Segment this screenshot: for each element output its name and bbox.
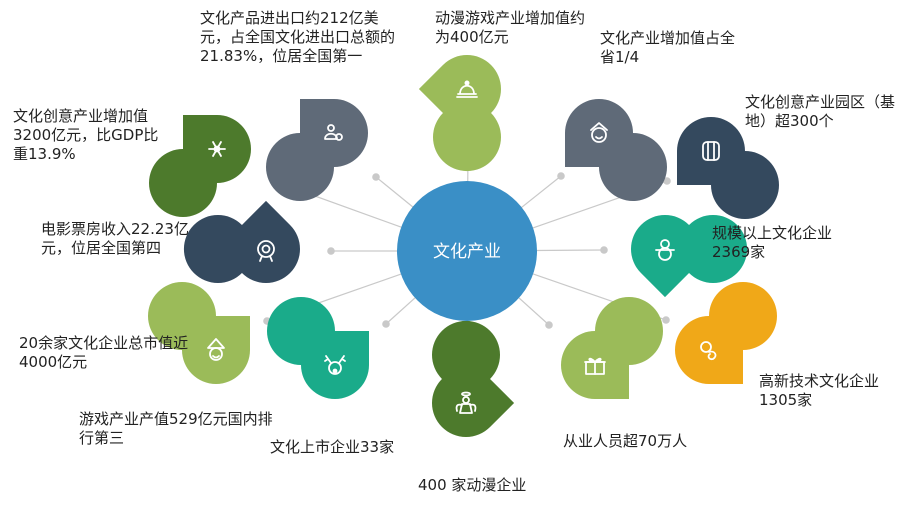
label-hitech: 高新技术文化企业1305家 <box>759 372 880 409</box>
connector-dot-hitech <box>662 316 670 324</box>
bell-icon <box>456 80 478 98</box>
connector-dot-parks <box>663 177 671 185</box>
connector-dot-employees <box>545 321 553 329</box>
label-creative-value: 文化创意产业增加值3200亿元，比GDP比重13.9% <box>13 107 159 163</box>
connector-employees <box>517 296 550 326</box>
snowman-icon <box>655 239 675 261</box>
label-parks: 文化创意产业园区（基地）超300个 <box>745 93 896 130</box>
ornament-icon <box>257 240 275 262</box>
pin-enterprises <box>616 176 762 322</box>
pin-trade <box>266 99 368 201</box>
pin-listed <box>267 297 369 399</box>
pins <box>148 40 779 452</box>
label-top-companies: 20余家文化企业总市值近4000亿元 <box>19 334 189 371</box>
pin-creative-value <box>149 115 251 217</box>
pin-box-office <box>169 176 315 322</box>
barrel-icon <box>702 141 720 161</box>
connector-dot-province-share <box>557 172 565 180</box>
angel-icon <box>455 391 477 414</box>
reindeer-icon <box>324 355 346 375</box>
label-animation-games-value: 动漫游戏产业增加值约为400亿元 <box>435 9 586 46</box>
pin-parks <box>677 117 779 219</box>
label-employees: 从业人员超70万人 <box>563 432 688 450</box>
connector-dot-enterprises <box>600 246 608 254</box>
pin-employees <box>561 297 663 399</box>
pin-animation-games-value <box>394 40 540 186</box>
pin-animation-companies <box>393 306 539 452</box>
connector-listed <box>385 296 417 325</box>
pin-shape-animation-companies <box>393 306 539 452</box>
connector-dot-listed <box>382 320 390 328</box>
label-province-share: 文化产业增加值占全省1/4 <box>600 29 736 66</box>
center-circle <box>397 181 537 321</box>
label-enterprises: 规模以上文化企业2369家 <box>712 224 833 261</box>
pin-shape-listed <box>267 297 369 399</box>
label-animation-companies: 400 家动漫企业 <box>418 476 527 494</box>
pin-hitech <box>675 282 777 384</box>
people-icon <box>324 124 343 141</box>
connector-dot-box-office <box>327 247 335 255</box>
face-icon <box>590 122 608 143</box>
label-games-output: 游戏产业产值529亿元国内排行第三 <box>79 410 273 447</box>
elf-icon <box>207 338 225 361</box>
label-listed: 文化上市企业33家 <box>270 438 395 456</box>
connector-enterprises <box>534 249 605 252</box>
pin-province-share <box>565 99 667 201</box>
label-box-office: 电影票房收入22.23亿元，位居全国第四 <box>41 220 189 257</box>
center-label: 文化产业 <box>433 242 501 262</box>
pin-shape-animation-games-value <box>394 40 540 186</box>
label-trade: 文化产品进出口约212亿美元，占全国文化进出口总额的21.83%，位居全国第一 <box>200 9 396 65</box>
pin-shape-employees <box>561 297 663 399</box>
pin-shape-hitech <box>675 282 777 384</box>
pin-shape-creative-value <box>149 115 251 217</box>
snowflake-icon <box>208 141 226 157</box>
connector-province-share <box>519 175 562 210</box>
pin-shape-trade <box>266 99 368 201</box>
connector-trade <box>375 176 415 209</box>
connector-dot-trade <box>372 173 380 181</box>
pin-games-output <box>148 282 250 384</box>
gift-icon <box>584 357 606 375</box>
pacifier-icon <box>700 341 717 361</box>
pin-shape-province-share <box>565 99 667 201</box>
center-node: 文化产业 <box>397 181 537 321</box>
pin-shape-parks <box>677 117 779 219</box>
